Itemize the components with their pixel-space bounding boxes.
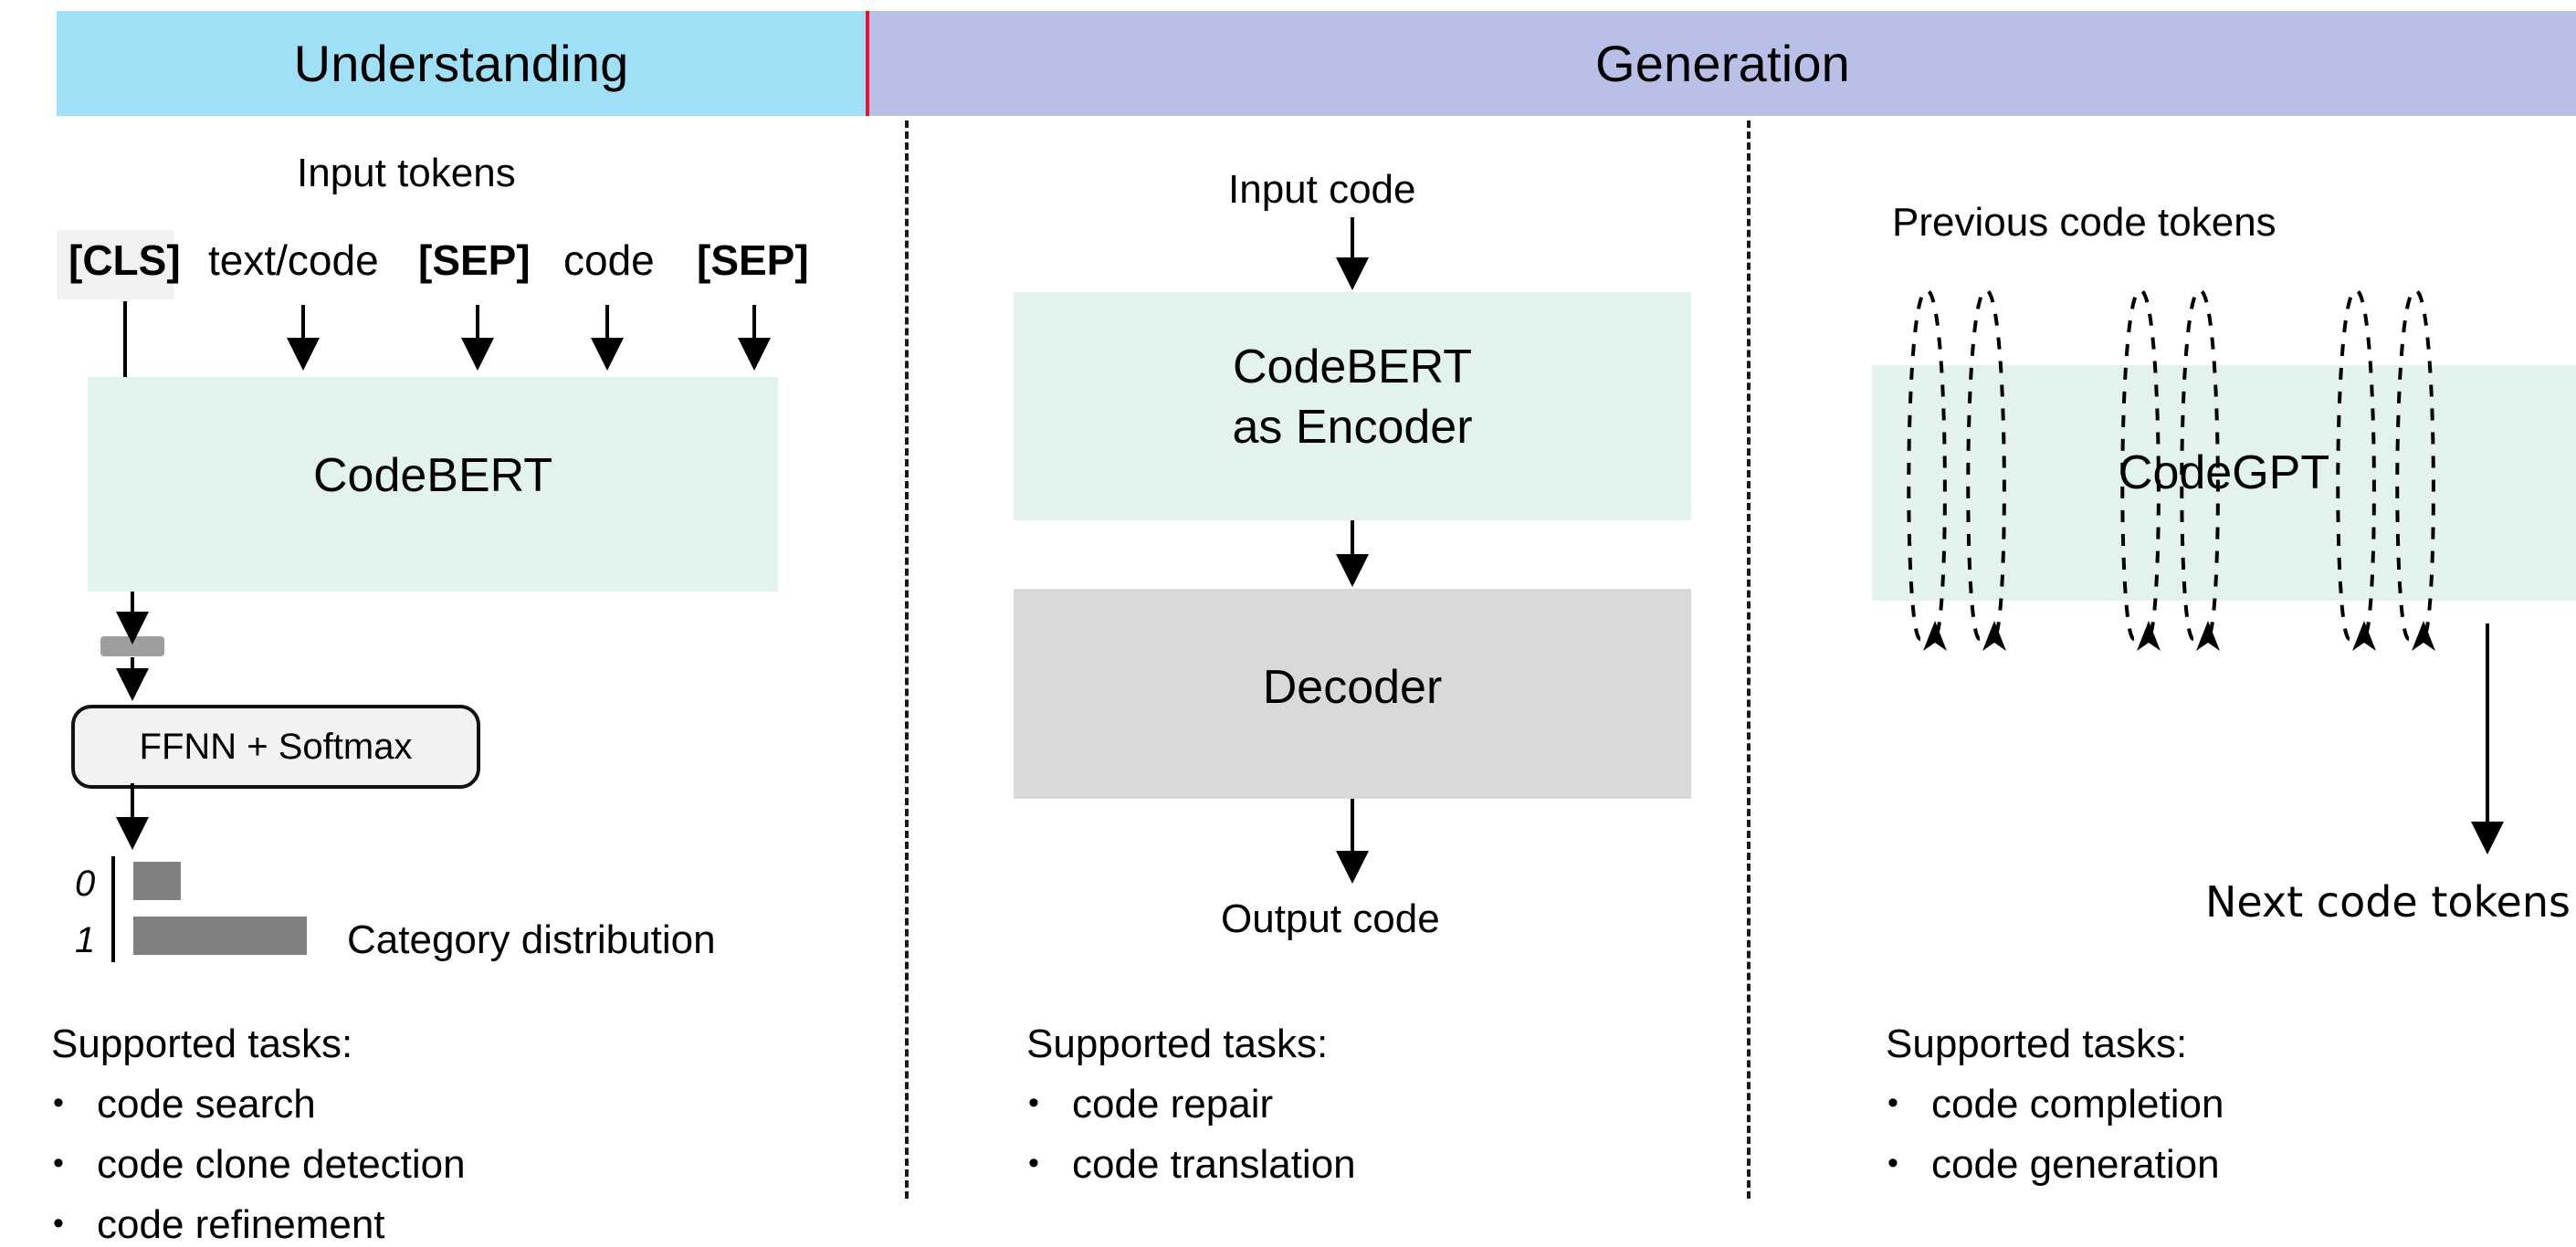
bullet-icon: •	[1028, 1146, 1039, 1180]
task-label: code refinement	[97, 1202, 385, 1247]
distribution-tick-1: 1	[75, 920, 96, 960]
distribution-bar-0	[133, 862, 181, 900]
header-title-generation: Generation	[1594, 35, 1851, 92]
task-label: code search	[97, 1082, 316, 1126]
task-label: code repair	[1072, 1082, 1274, 1126]
input-code-label: Input code	[1228, 167, 1416, 212]
distribution-axis	[111, 856, 115, 962]
previous-code-tokens-label: Previous code tokens	[1892, 200, 2276, 245]
codebert-box-label: CodeBERT	[312, 449, 553, 502]
tasks-decoder-only: Supported tasks: • code completion • cod…	[1886, 1024, 2224, 1185]
token-cls: [CLS]	[68, 236, 181, 284]
distribution-tick-0: 0	[75, 864, 96, 904]
header-band: Understanding Generation	[57, 11, 2576, 116]
codebert-box: CodeBERT	[88, 377, 778, 592]
token-text-code: text/code	[208, 236, 379, 284]
list-item: • code search	[51, 1085, 466, 1125]
tasks-understanding: Supported tasks: • code search • code cl…	[51, 1024, 466, 1245]
list-item: • code refinement	[51, 1205, 466, 1245]
list-item: • code completion	[1886, 1085, 2224, 1125]
task-label: code completion	[1931, 1082, 2224, 1126]
loop-arrow-1	[1923, 621, 1947, 651]
header-title-understanding: Understanding	[293, 35, 629, 92]
header-segment-generation: Generation	[869, 11, 2576, 116]
bullet-icon: •	[1887, 1146, 1898, 1180]
decoder-box-label: Decoder	[1262, 661, 1443, 714]
decoder-box: Decoder	[1014, 589, 1691, 799]
tasks-list-encoder-decoder: • code repair • code translation	[1026, 1085, 1356, 1185]
token-sep-1: [SEP]	[418, 236, 531, 284]
codebert-encoder-label-line2: as Encoder	[1232, 401, 1473, 454]
codebert-encoder-box: CodeBERT as Encoder	[1014, 292, 1691, 520]
loop-arrow-5	[2352, 621, 2376, 651]
bullet-icon: •	[53, 1085, 64, 1120]
tasks-list-decoder-only: • code completion • code generation	[1886, 1085, 2224, 1185]
task-label: code translation	[1072, 1142, 1356, 1187]
column-divider-right	[1747, 121, 1751, 1199]
column-divider-left	[905, 121, 909, 1199]
loop-arrow-4	[2196, 621, 2220, 651]
task-label: code clone detection	[97, 1142, 466, 1187]
loop-arrow-3	[2137, 621, 2161, 651]
loop-arrow-2	[1982, 621, 2006, 651]
bullet-icon: •	[1028, 1085, 1039, 1120]
list-item: • code generation	[1886, 1145, 2224, 1185]
ffnn-softmax-box: FFNN + Softmax	[71, 705, 480, 789]
bullet-icon: •	[1887, 1085, 1898, 1120]
cls-token-highlight	[57, 230, 173, 299]
list-item: • code translation	[1026, 1145, 1356, 1185]
recurrent-loop-arrowheads	[1923, 621, 2435, 651]
input-tokens-label: Input tokens	[297, 151, 516, 195]
codegpt-box-label: CodeGPT	[2118, 446, 2330, 499]
header-divider	[866, 11, 869, 116]
output-code-label: Output code	[1221, 896, 1440, 941]
tasks-encoder-decoder: Supported tasks: • code repair • code tr…	[1026, 1024, 1356, 1185]
codebert-encoder-label-line1: CodeBERT	[1232, 341, 1473, 393]
tasks-title-decoder-only: Supported tasks:	[1886, 1022, 2188, 1066]
ffnn-softmax-label: FFNN + Softmax	[139, 726, 413, 767]
loop-arrow-6	[2412, 621, 2435, 651]
token-sep-2: [SEP]	[697, 236, 809, 284]
token-code: code	[563, 236, 655, 284]
cls-hidden-state-chip	[100, 636, 164, 656]
task-label: code generation	[1931, 1142, 2220, 1187]
distribution-caption: Category distribution	[347, 917, 716, 962]
header-segment-understanding: Understanding	[57, 11, 866, 116]
tasks-title-understanding: Supported tasks:	[51, 1022, 353, 1066]
tasks-list-understanding: • code search • code clone detection • c…	[51, 1085, 466, 1245]
bullet-icon: •	[53, 1206, 64, 1241]
tasks-title-encoder-decoder: Supported tasks:	[1026, 1022, 1329, 1066]
distribution-bar-1	[133, 917, 307, 955]
list-item: • code repair	[1026, 1085, 1356, 1125]
codegpt-box: CodeGPT	[1872, 365, 2576, 601]
bullet-icon: •	[53, 1146, 64, 1180]
next-code-tokens-label: Next code tokens	[2205, 877, 2571, 927]
list-item: • code clone detection	[51, 1145, 466, 1185]
